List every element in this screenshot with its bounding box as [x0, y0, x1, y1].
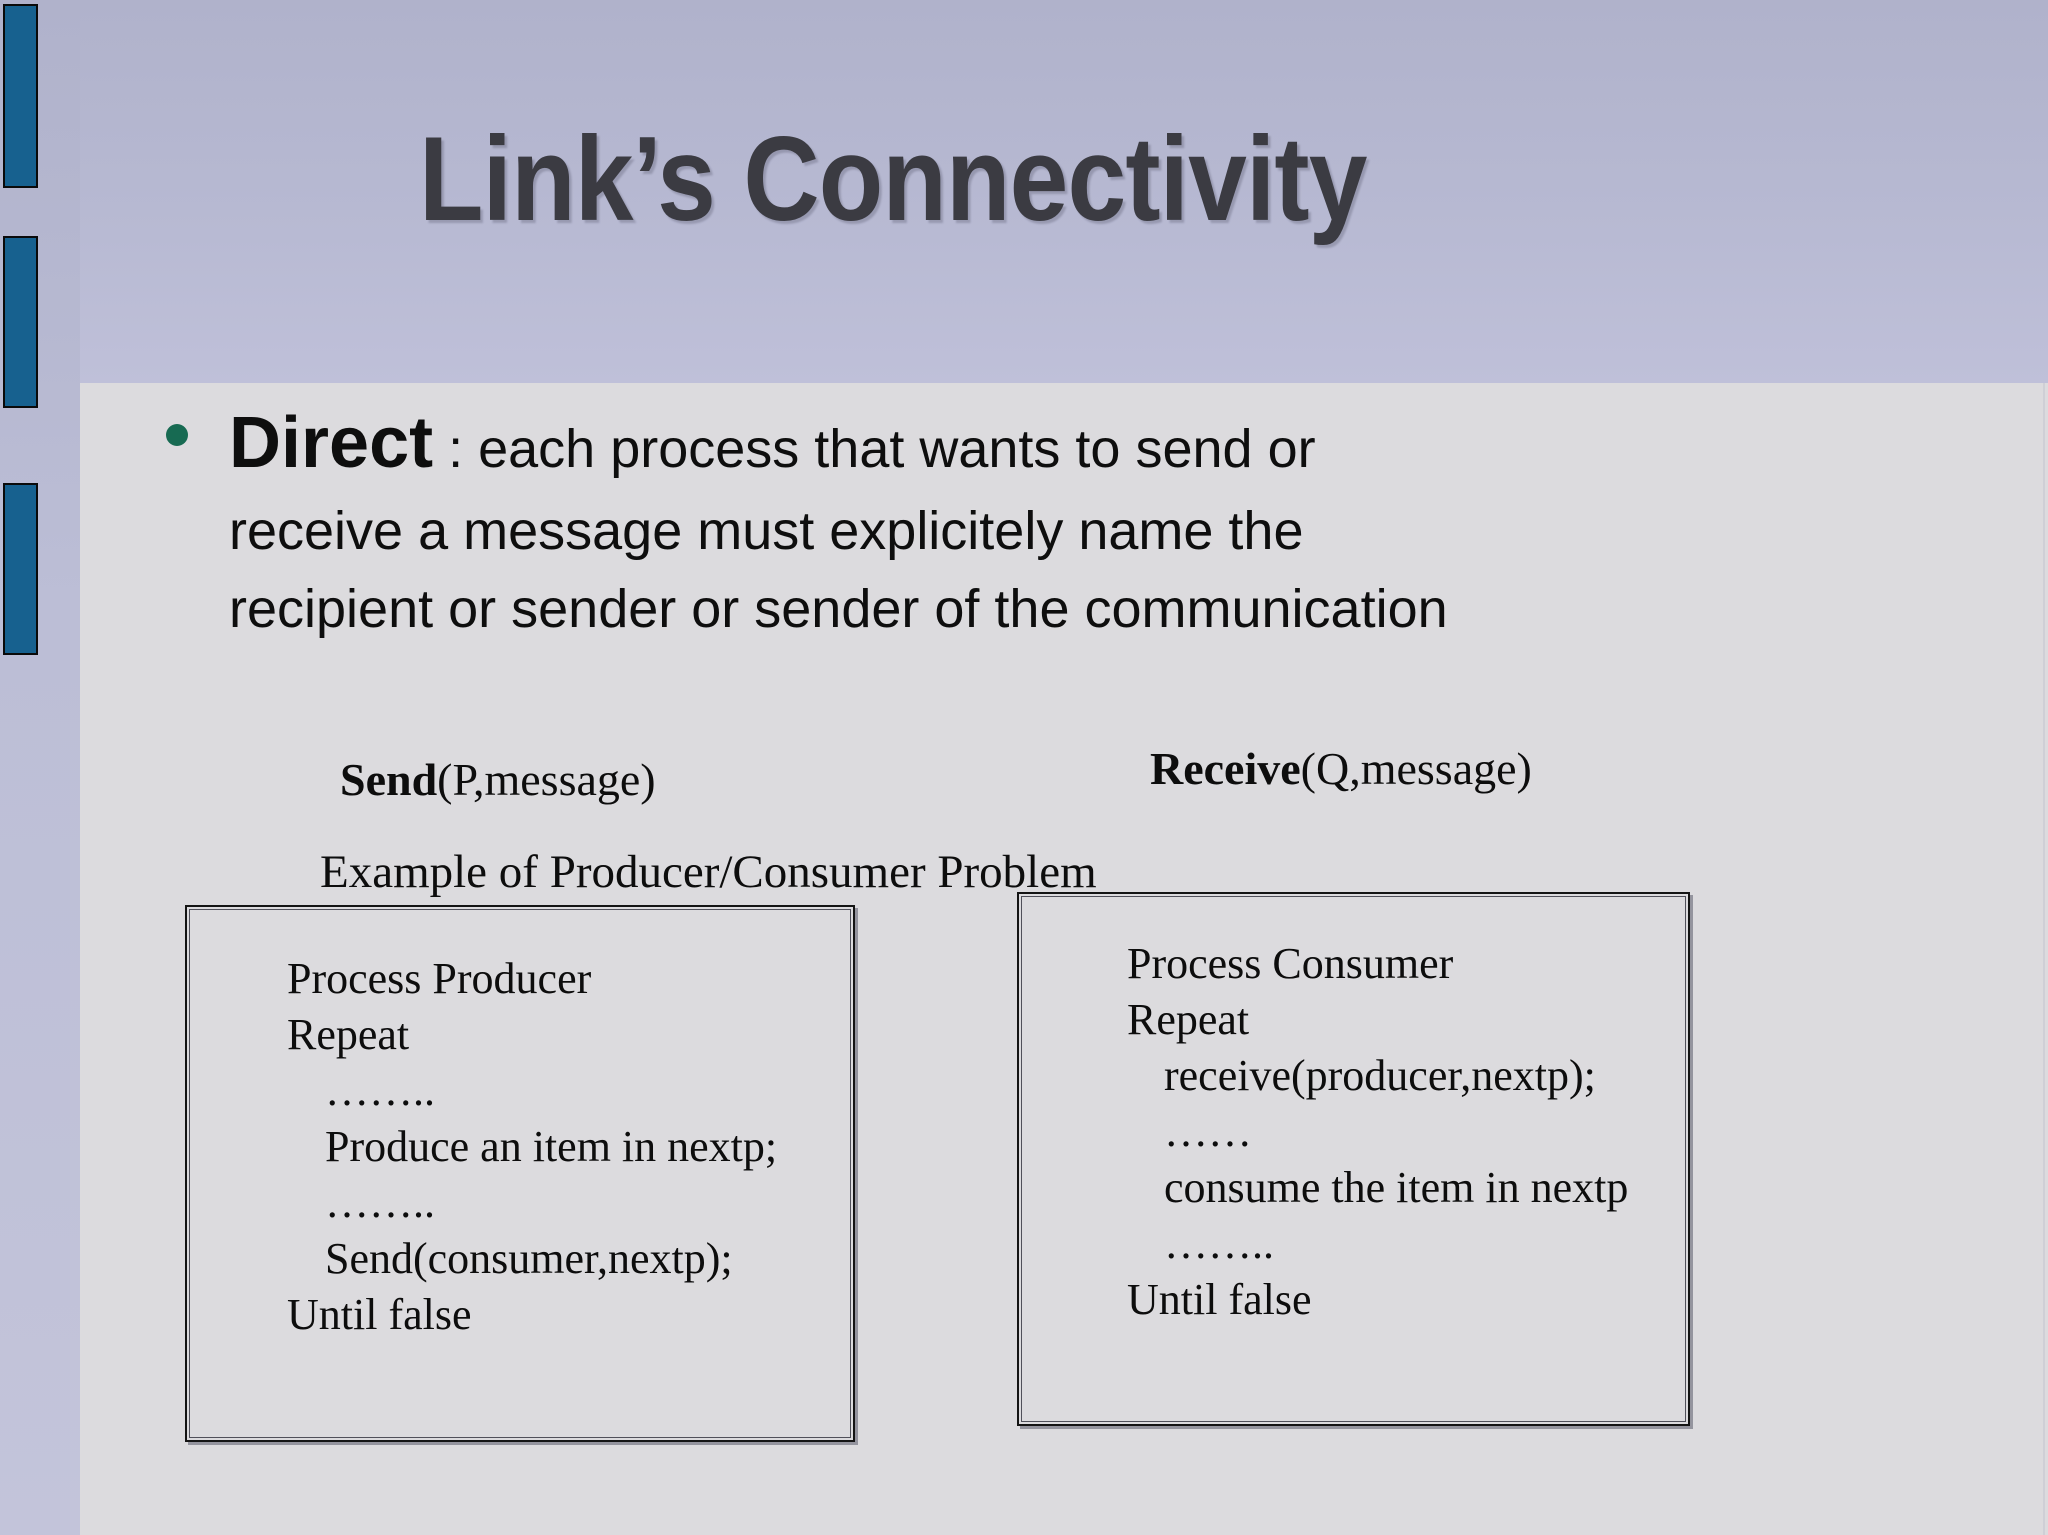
code-line: Send(consumer,nextp); [325, 1234, 733, 1283]
sidebar-accent-bar-3 [3, 483, 38, 655]
title-band [0, 0, 2048, 383]
receive-keyword: Receive [1150, 743, 1301, 794]
code-line: Produce an item in nextp; [325, 1122, 778, 1171]
code-line: Process Consumer [1127, 939, 1454, 988]
code-line: …….. [325, 1178, 435, 1227]
bullet-term: Direct [229, 403, 434, 483]
receive-args: (Q,message) [1300, 743, 1532, 794]
code-line: Until false [1127, 1275, 1312, 1324]
bullet-line-1-text: : each process that wants to send or [433, 419, 1316, 479]
code-line: Until false [287, 1290, 472, 1339]
send-keyword: Send [340, 754, 438, 805]
code-line: …… [1164, 1107, 1252, 1156]
bullet-line-3: recipient or sender or sender of the com… [229, 579, 1448, 639]
code-line: …….. [325, 1066, 435, 1115]
code-line: Repeat [287, 1010, 410, 1059]
bullet-paragraph: Direct : each process that wants to send… [229, 400, 1729, 648]
sidebar-accent-bar-1 [3, 4, 38, 188]
send-args: (P,message) [437, 754, 656, 805]
example-caption: Example of Producer/Consumer Problem [320, 846, 1097, 898]
code-line: consume the item in nextp [1164, 1163, 1629, 1212]
bullet-marker-icon [166, 424, 188, 446]
code-line: Process Producer [287, 954, 592, 1003]
sidebar-accent-bar-2 [3, 236, 38, 408]
code-line: receive(producer,nextp); [1164, 1051, 1596, 1100]
code-line: …….. [1164, 1219, 1274, 1268]
left-sidebar [0, 0, 80, 1535]
send-signature: Send(P,message) [340, 753, 656, 806]
bullet-line-1: Direct : each process that wants to send… [229, 400, 1729, 492]
code-line: Repeat [1127, 995, 1250, 1044]
bullet-line-2: receive a message must explicitely name … [229, 501, 1304, 561]
slide-title: Link’s Connectivity [419, 112, 1367, 246]
slide-right-edge [2043, 383, 2045, 1535]
receive-signature: Receive(Q,message) [1150, 742, 1532, 795]
